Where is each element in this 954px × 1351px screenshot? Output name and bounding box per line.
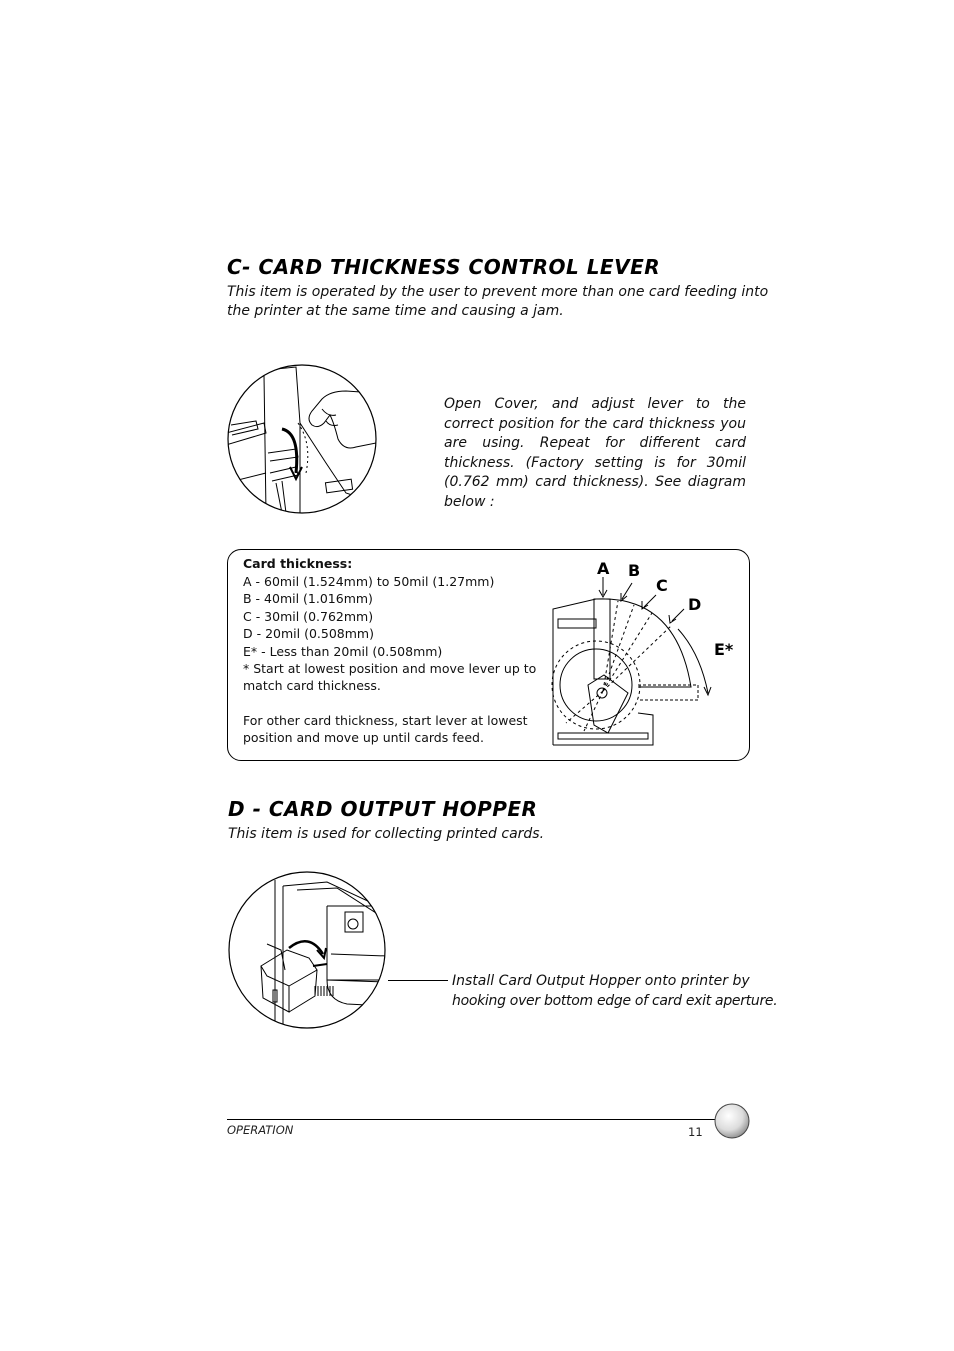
lever-position-diagram: A B C D E* <box>551 559 734 746</box>
section-c-intro-line2: the printer at the same time and causing… <box>227 303 564 319</box>
label-a: A <box>597 559 610 578</box>
footer-section: OPERATION <box>227 1123 294 1137</box>
footer-rule <box>227 1119 722 1120</box>
thickness-note-line2: match card thickness. <box>243 678 381 694</box>
page-number: 11 <box>688 1125 703 1139</box>
lever-adjust-illustration <box>227 364 377 514</box>
other-thickness-line1: For other card thickness, start lever at… <box>243 713 528 728</box>
thickness-line-a: A - 60mil (1.524mm) to 50mil (1.27mm) <box>243 574 495 589</box>
section-c-intro-line1: This item is operated by the user to pre… <box>227 284 769 300</box>
lever-instruction: Open Cover, and adjust lever to the corr… <box>444 396 746 510</box>
other-thickness-line2: position and move up until cards feed. <box>243 730 484 746</box>
section-d-heading: D - CARD OUTPUT HOPPER <box>228 797 538 821</box>
section-d-intro: This item is used for collecting printed… <box>228 826 545 842</box>
other-thickness-note: For other card thickness, start lever at… <box>243 712 528 747</box>
card-thickness-list: A - 60mil (1.524mm) to 50mil (1.27mm) B … <box>243 573 536 695</box>
card-thickness-title: Card thickness: <box>243 556 353 571</box>
thickness-note-line1: * Start at lowest position and move leve… <box>243 661 537 677</box>
thickness-line-d: D - 20mil (0.508mm) <box>243 626 374 642</box>
label-c: C <box>656 576 668 595</box>
thickness-line-b: B - 40mil (1.016mm) <box>243 591 373 607</box>
page-tab-circle-icon <box>714 1103 750 1139</box>
hopper-pointer-line <box>388 980 448 981</box>
hopper-instruction-line1: Install Card Output Hopper onto printer … <box>452 973 750 989</box>
label-e: E* <box>714 640 734 659</box>
section-c-heading: C- CARD THICKNESS CONTROL LEVER <box>227 255 661 279</box>
card-thickness-box <box>227 549 750 761</box>
thickness-line-c: C - 30mil (0.762mm) <box>243 608 374 624</box>
hopper-instruction-line2: hooking over bottom edge of card exit ap… <box>452 993 778 1009</box>
label-b: B <box>628 561 640 580</box>
output-hopper-illustration <box>228 871 386 1029</box>
label-d: D <box>688 595 701 614</box>
thickness-line-e: E* - Less than 20mil (0.508mm) <box>243 643 443 659</box>
